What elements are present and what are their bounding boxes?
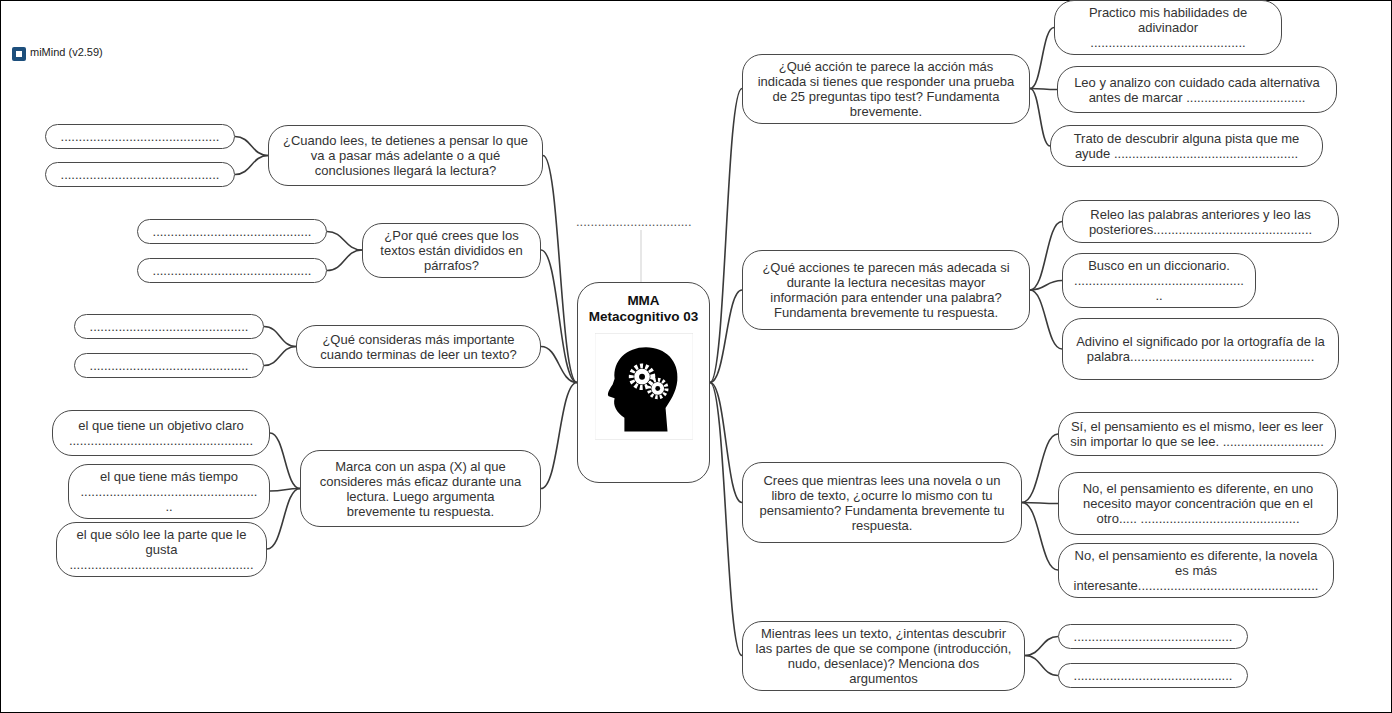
branch-connector bbox=[327, 232, 362, 251]
branch-connector bbox=[541, 383, 577, 489]
branch-node: Releo las palabras anteriores y leo las … bbox=[1062, 200, 1339, 243]
node-text: ........................................… bbox=[56, 129, 224, 144]
node-text: ........................................… bbox=[85, 319, 253, 334]
branch-connector bbox=[235, 137, 268, 156]
branch-node: el que tiene un objetivo claro .........… bbox=[52, 410, 270, 456]
branch-node: Practico mis habilidades de adivinador .… bbox=[1054, 0, 1282, 55]
branch-node: ¿Qué acción te parece la acción más indi… bbox=[742, 54, 1030, 124]
branch-node: Trato de descubrir alguna pista que me a… bbox=[1050, 125, 1323, 167]
app-version: miMind (v2.59) bbox=[30, 46, 103, 58]
branch-node: ........................................… bbox=[137, 219, 327, 244]
branch-connector bbox=[235, 156, 268, 175]
branch-node: ........................................… bbox=[1058, 624, 1248, 649]
branch-node: Marca con un aspa (X) al que consideres … bbox=[300, 450, 541, 527]
node-text: Leo y analizo con cuidado cada alternati… bbox=[1068, 75, 1326, 105]
branch-connector bbox=[1030, 222, 1062, 291]
node-text: ¿Qué acción te parece la acción más indi… bbox=[753, 59, 1019, 119]
guide-line bbox=[641, 230, 642, 282]
branch-connector bbox=[267, 489, 300, 550]
head-gears-illustration bbox=[595, 333, 693, 440]
branch-node: Mientras lees un texto, ¿intentas descub… bbox=[742, 621, 1025, 691]
branch-node: ¿Cuando lees, te detienes a pensar lo qu… bbox=[268, 125, 543, 186]
branch-connector bbox=[1022, 434, 1058, 503]
node-text: ¿Qué consideras más importante cuando te… bbox=[307, 332, 530, 362]
branch-node: Leo y analizo con cuidado cada alternati… bbox=[1057, 66, 1337, 113]
branch-connector bbox=[1030, 89, 1057, 90]
node-text: Releo las palabras anteriores y leo las … bbox=[1073, 207, 1328, 237]
dotted-placeholder: ................................ bbox=[576, 214, 692, 229]
branch-node: ¿Por qué crees que los textos están divi… bbox=[362, 223, 541, 278]
branch-connector bbox=[264, 347, 296, 366]
node-text: el que sólo lee la parte que le gusta ..… bbox=[67, 527, 256, 572]
branch-connector bbox=[327, 250, 362, 271]
branch-node: ¿Qué acciones te parecen más adecada si … bbox=[742, 250, 1030, 330]
branch-node: ........................................… bbox=[1058, 663, 1248, 688]
node-text: ........................................… bbox=[148, 224, 316, 239]
node-text: No, el pensamiento es diferente, en uno … bbox=[1069, 481, 1327, 526]
central-node: MMA Metacognitivo 03 bbox=[577, 282, 710, 483]
node-text: ¿Cuando lees, te detienes a pensar lo qu… bbox=[279, 133, 532, 178]
branch-node: ........................................… bbox=[45, 124, 235, 149]
node-text: MMA Metacognitivo 03 bbox=[584, 293, 703, 325]
branch-node: No, el pensamiento es diferente, en uno … bbox=[1058, 472, 1338, 535]
branch-node: Adivino el significado por la ortografía… bbox=[1062, 318, 1339, 380]
node-text: Mientras lees un texto, ¿intentas descub… bbox=[753, 626, 1014, 686]
node-text: el que tiene más tiempo ................… bbox=[79, 469, 259, 514]
branch-connector bbox=[1030, 28, 1054, 89]
node-text: ¿Qué acciones te parecen más adecada si … bbox=[753, 260, 1019, 320]
branch-node: ........................................… bbox=[45, 162, 235, 187]
node-text: ........................................… bbox=[148, 263, 316, 278]
branch-connector bbox=[1030, 281, 1062, 291]
app-icon bbox=[16, 51, 22, 57]
branch-node: ........................................… bbox=[74, 314, 264, 339]
node-text: ¿Por qué crees que los textos están divi… bbox=[373, 228, 530, 273]
branch-connector bbox=[541, 347, 577, 383]
node-text: el que tiene un objetivo claro .........… bbox=[63, 418, 259, 448]
branch-node: Sí, el pensamiento es el mismo, leer es … bbox=[1058, 412, 1336, 456]
node-text: ........................................… bbox=[56, 167, 224, 182]
branch-connector bbox=[710, 383, 742, 503]
node-text: ........................................… bbox=[85, 358, 253, 373]
branch-connector bbox=[710, 383, 742, 656]
branch-connector bbox=[710, 89, 742, 383]
branch-node: ........................................… bbox=[137, 258, 327, 283]
node-text: Marca con un aspa (X) al que consideres … bbox=[311, 459, 530, 519]
branch-connector bbox=[710, 290, 742, 383]
branch-connector bbox=[1030, 290, 1062, 349]
branch-connector bbox=[270, 433, 300, 489]
branch-connector bbox=[1025, 656, 1058, 676]
node-text: Sí, el pensamiento es el mismo, leer es … bbox=[1069, 419, 1325, 449]
branch-connector bbox=[541, 250, 577, 383]
node-text: ........................................… bbox=[1069, 629, 1237, 644]
branch-node: el que tiene más tiempo ................… bbox=[68, 464, 270, 519]
branch-node: Busco en un diccionario. ...............… bbox=[1062, 253, 1256, 308]
branch-connector bbox=[264, 327, 296, 347]
branch-node: Crees que mientras lees una novela o un … bbox=[742, 462, 1022, 543]
branch-connector bbox=[1025, 637, 1058, 656]
branch-node: ¿Qué consideras más importante cuando te… bbox=[296, 325, 541, 368]
branch-node: ........................................… bbox=[74, 353, 264, 378]
node-text: Busco en un diccionario. ...............… bbox=[1073, 258, 1245, 303]
node-text: Practico mis habilidades de adivinador .… bbox=[1065, 5, 1271, 50]
node-text: ........................................… bbox=[1069, 668, 1237, 683]
branch-connector bbox=[1022, 503, 1058, 504]
node-text: Adivino el significado por la ortografía… bbox=[1073, 334, 1328, 364]
node-text: No, el pensamiento es diferente, la nove… bbox=[1069, 548, 1323, 593]
node-text: Trato de descubrir alguna pista que me a… bbox=[1061, 131, 1312, 161]
branch-node: el que sólo lee la parte que le gusta ..… bbox=[56, 522, 267, 577]
node-text: Crees que mientras lees una novela o un … bbox=[753, 473, 1011, 533]
branch-node: No, el pensamiento es diferente, la nove… bbox=[1058, 543, 1334, 598]
branch-connector bbox=[1030, 89, 1050, 147]
branch-connector bbox=[1022, 503, 1058, 571]
app-icon bbox=[12, 47, 26, 61]
